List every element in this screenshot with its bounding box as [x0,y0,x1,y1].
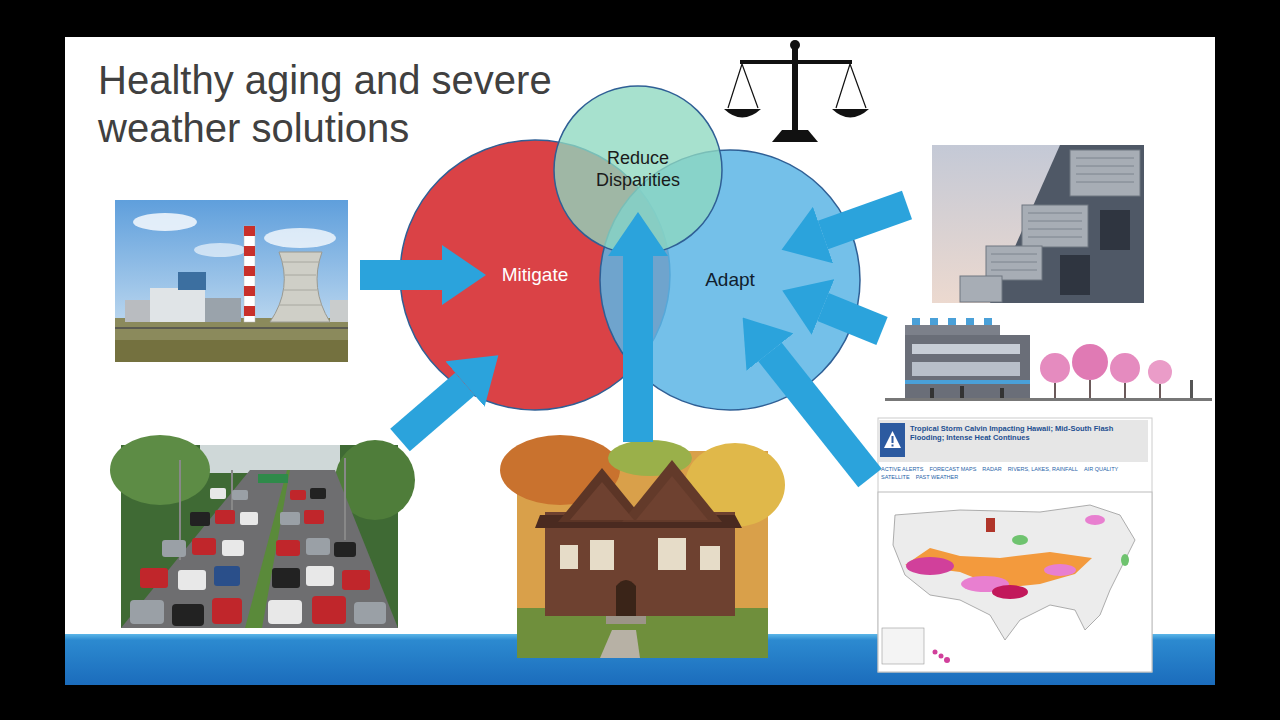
alert-slot: Tropical Storm Calvin Impacting Hawaii; … [910,424,1144,442]
air-conditioner-photo [932,145,1144,303]
house-photo [500,435,785,658]
circle-label: Mitigate [502,264,569,287]
weather-alert-screenshot [878,418,1152,672]
nav-item: ACTIVE ALERTS [881,466,923,473]
circle-label: Reduce Disparities [578,148,698,191]
power-plant-photo [115,200,348,362]
building-illustration [885,318,1212,401]
nav-item: AIR QUALITY [1084,466,1118,473]
nav-item: RADAR [982,466,1001,473]
block-arrows [360,205,907,478]
nav-item: RIVERS, LAKES, RAINFALL [1008,466,1078,473]
nav-item: PAST WEATHER [916,474,958,481]
nav-item: FORECAST MAPS [929,466,976,473]
circle-label: Adapt [705,269,755,292]
nav-slot: ACTIVE ALERTS FORECAST MAPS RADAR RIVERS, L… [881,466,1149,481]
alert-headline: Tropical Storm Calvin Impacting Hawaii; … [910,424,1144,442]
slide-title: Healthy aging and severe weather solutio… [98,56,598,152]
circle-shape [554,86,722,254]
scales-of-justice-icon [724,40,869,142]
traffic-photo [110,435,415,628]
circle-node: Reduce Disparities [553,85,723,255]
nav-item: SATELLITE [881,474,910,481]
